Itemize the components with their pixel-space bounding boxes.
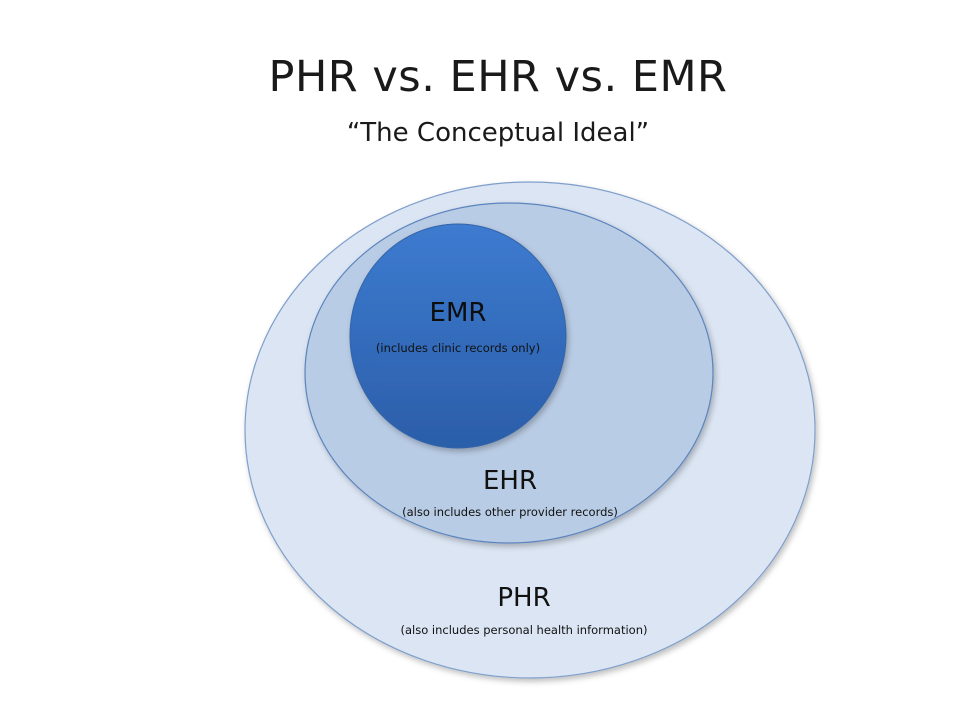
page-title: PHR vs. EHR vs. EMR — [268, 52, 728, 102]
ehr-description: (also includes other provider records) — [402, 505, 618, 519]
ehr-label: EHR — [482, 466, 538, 496]
emr-description: (includes clinic records only) — [375, 341, 541, 355]
phr-label: PHR — [497, 583, 551, 613]
emr-label: EMR — [429, 298, 487, 328]
emr-circle — [349, 223, 567, 449]
page-subtitle: “The Conceptual Ideal” — [346, 118, 650, 148]
phr-description: (also includes personal health informati… — [400, 623, 648, 637]
